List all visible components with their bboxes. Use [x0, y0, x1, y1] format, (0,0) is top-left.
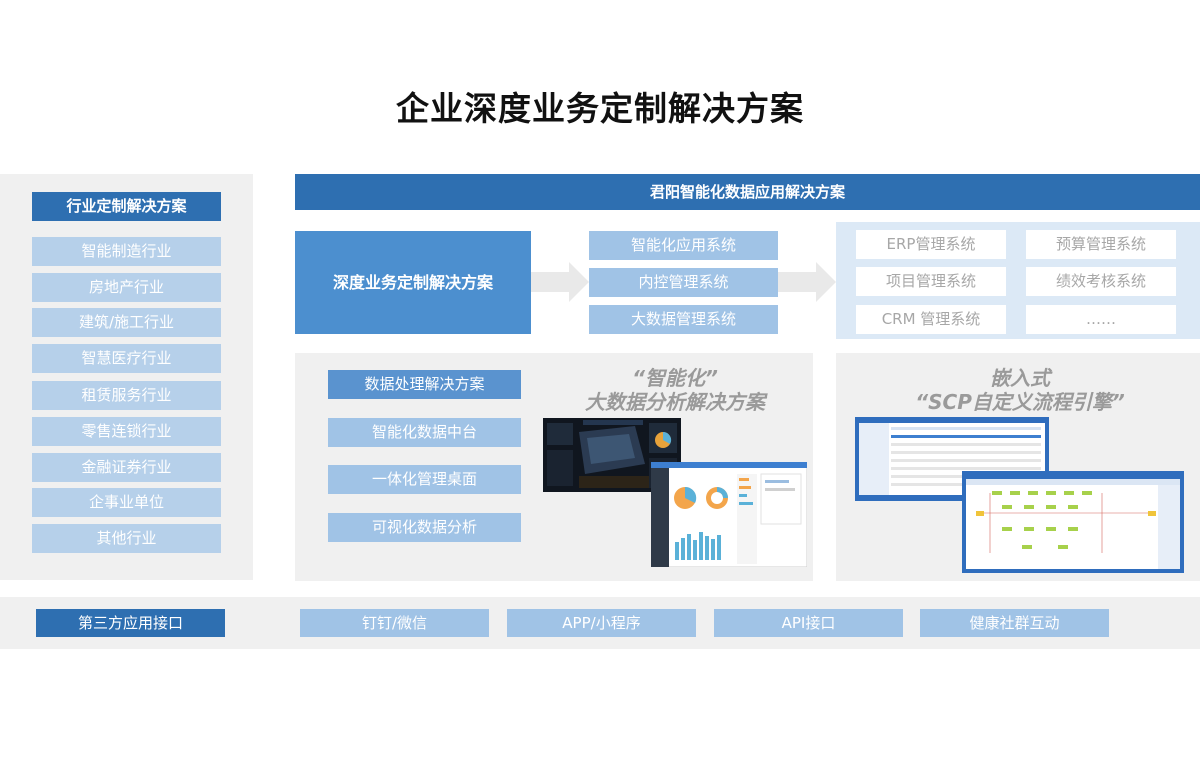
bigdata-item[interactable]: 智能化数据中台 [328, 418, 521, 447]
workflow-screenshot-designer [962, 471, 1184, 573]
industry-item[interactable]: 智能制造行业 [32, 237, 221, 266]
interface-item[interactable]: APP/小程序 [507, 609, 696, 637]
interface-item[interactable]: API接口 [714, 609, 903, 637]
interface-item[interactable]: 健康社群互动 [920, 609, 1109, 637]
system-item[interactable]: CRM 管理系统 [856, 305, 1006, 334]
system-item[interactable]: 绩效考核系统 [1026, 267, 1176, 296]
industry-panel [0, 174, 253, 580]
industry-heading: 行业定制解决方案 [32, 192, 221, 221]
industry-item[interactable]: 房地产行业 [32, 273, 221, 302]
industry-item[interactable]: 其他行业 [32, 524, 221, 553]
industry-item[interactable]: 智慧医疗行业 [32, 344, 221, 373]
bigdata-item[interactable]: 一体化管理桌面 [328, 465, 521, 494]
scp-heading-line1: 嵌入式 [990, 366, 1050, 390]
bigdata-item[interactable]: 可视化数据分析 [328, 513, 521, 542]
system-item[interactable]: …… [1026, 305, 1176, 334]
system-item[interactable]: 项目管理系统 [856, 267, 1006, 296]
industry-item[interactable]: 建筑/施工行业 [32, 308, 221, 337]
scp-heading-line2: “SCP自定义流程引擎” [915, 390, 1125, 414]
industry-item[interactable]: 零售连锁行业 [32, 417, 221, 446]
middle-system-item[interactable]: 智能化应用系统 [589, 231, 778, 260]
bigdata-heading-line1: “智能化” [632, 366, 718, 390]
dashboard-screenshot-light [651, 462, 807, 567]
deep-solution-box[interactable]: 深度业务定制解决方案 [295, 231, 531, 334]
bigdata-item[interactable]: 数据处理解决方案 [328, 370, 521, 399]
solution-banner: 君阳智能化数据应用解决方案 [295, 174, 1200, 210]
industry-item[interactable]: 企事业单位 [32, 488, 221, 517]
industry-item[interactable]: 租赁服务行业 [32, 381, 221, 410]
industry-item[interactable]: 金融证券行业 [32, 453, 221, 482]
interface-item[interactable]: 钉钉/微信 [300, 609, 489, 637]
interface-heading: 第三方应用接口 [36, 609, 225, 637]
middle-system-item[interactable]: 内控管理系统 [589, 268, 778, 297]
system-item[interactable]: 预算管理系统 [1026, 230, 1176, 259]
page-title: 企业深度业务定制解决方案 [396, 89, 804, 128]
arrow-right-icon [778, 262, 836, 302]
arrow-right-icon [531, 262, 589, 302]
bigdata-heading-line2: 大数据分析解决方案 [585, 390, 765, 414]
middle-system-item[interactable]: 大数据管理系统 [589, 305, 778, 334]
system-item[interactable]: ERP管理系统 [856, 230, 1006, 259]
